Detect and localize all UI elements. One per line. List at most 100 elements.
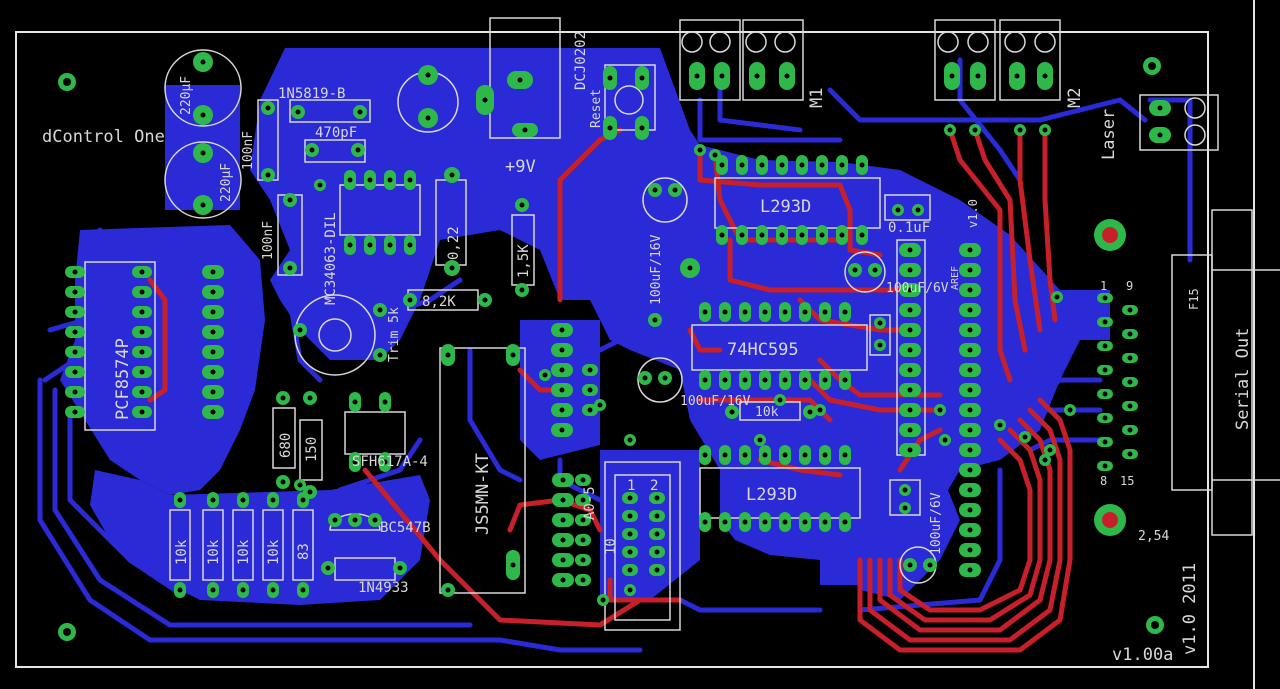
pad-hole xyxy=(819,232,825,238)
label-c100u6-1: 100uF/6V xyxy=(886,281,949,296)
label-m2: M2 xyxy=(1065,88,1085,108)
pad-hole xyxy=(325,565,331,571)
via-hole xyxy=(1054,294,1060,300)
board-title: dControl One xyxy=(42,127,165,147)
pad-hole xyxy=(819,162,825,168)
board-outline xyxy=(15,0,1255,689)
pad-hole xyxy=(907,427,913,433)
via-hole xyxy=(697,147,703,153)
pad-hole xyxy=(200,202,206,208)
pad-hole xyxy=(967,527,973,533)
label-l293d-top: L293D xyxy=(760,197,811,217)
pad-hole xyxy=(352,399,358,405)
label-n2: 2 xyxy=(650,478,658,494)
pad-hole xyxy=(967,467,973,473)
pad-hole xyxy=(967,327,973,333)
pad-hole xyxy=(559,347,565,353)
via-hole xyxy=(942,437,948,443)
pad-hole xyxy=(300,497,306,503)
pad-hole xyxy=(425,115,431,121)
pad-hole xyxy=(210,587,216,593)
pad-hole xyxy=(72,389,78,395)
label-pin15: 15 xyxy=(1120,474,1134,488)
pad-hole xyxy=(387,242,393,248)
pad-hole xyxy=(654,531,660,537)
pad-hole xyxy=(915,207,921,213)
pad-hole xyxy=(139,409,145,415)
pad-hole xyxy=(1127,427,1133,433)
label-1n5819: 1N5819-B xyxy=(278,86,345,102)
pad-hole xyxy=(975,73,981,79)
pad-hole xyxy=(1127,451,1133,457)
label-sfh617: SFH617A-4 xyxy=(352,454,428,470)
pad-hole xyxy=(407,242,413,248)
pad-hole xyxy=(799,162,805,168)
pad-hole xyxy=(295,109,301,115)
pad-hole xyxy=(377,307,383,313)
version-small-label: v1.0 xyxy=(966,199,980,228)
label-r10k-4: 10k xyxy=(266,539,282,565)
pad-hole xyxy=(280,395,286,401)
pad-hole xyxy=(580,537,586,543)
via-hole xyxy=(947,127,953,133)
pad-hole xyxy=(654,567,660,573)
pad-hole xyxy=(560,477,566,483)
pad-hole xyxy=(949,73,955,79)
label-c100u6-2: 100uF/6V xyxy=(929,492,944,555)
pad-hole xyxy=(967,287,973,293)
label-74hc595: 74HC595 xyxy=(727,340,799,360)
mounting-holes xyxy=(58,57,1164,641)
pad-hole xyxy=(580,497,586,503)
pad-hole xyxy=(287,197,293,203)
label-m1: M1 xyxy=(807,88,827,108)
pad-hole xyxy=(702,377,708,383)
pad-hole xyxy=(265,105,271,111)
label-pin9: 9 xyxy=(1126,279,1133,293)
pad-hole xyxy=(265,172,271,178)
pad-hole xyxy=(580,557,586,563)
pad-hole xyxy=(407,297,413,303)
pad-hole xyxy=(967,407,973,413)
label-r10k-mid: 10k xyxy=(755,405,779,420)
pad-hole xyxy=(382,459,388,465)
label-pin1: 1 xyxy=(1100,279,1107,293)
pad-hole xyxy=(445,587,451,593)
pad-hole xyxy=(859,162,865,168)
pad-hole xyxy=(782,452,788,458)
pad-hole xyxy=(742,309,748,315)
pad-hole xyxy=(762,519,768,525)
pad-hole xyxy=(72,329,78,335)
pad-hole xyxy=(1127,307,1133,313)
pad-hole xyxy=(72,309,78,315)
pad-hole xyxy=(967,547,973,553)
pad-hole xyxy=(907,247,913,253)
via-hole xyxy=(712,152,718,158)
pad-hole xyxy=(907,447,913,453)
pad-hole xyxy=(560,497,566,503)
pad-hole xyxy=(352,517,358,523)
via-hole xyxy=(997,422,1003,428)
pad-hole xyxy=(580,517,586,523)
pad-hole xyxy=(967,267,973,273)
pad-hole xyxy=(580,477,586,483)
pad-hole xyxy=(139,309,145,315)
pad-hole xyxy=(580,577,586,583)
pad-hole xyxy=(382,399,388,405)
pad-hole xyxy=(642,375,648,381)
pad-hole xyxy=(877,320,883,326)
pad-hole xyxy=(822,309,828,315)
pad-hole xyxy=(967,427,973,433)
pad-hole xyxy=(807,409,813,415)
pad-hole xyxy=(522,127,528,133)
pad-hole xyxy=(347,242,353,248)
pad-hole xyxy=(652,187,658,193)
pad-hole xyxy=(802,309,808,315)
pad-hole xyxy=(799,232,805,238)
pad-hole xyxy=(662,375,668,381)
pad-hole xyxy=(872,267,878,273)
via-hole xyxy=(597,402,603,408)
pad-hole xyxy=(719,162,725,168)
pad-hole xyxy=(1157,132,1163,138)
pad-hole xyxy=(742,519,748,525)
silkscreen-labels: dControl One v1.00a v1.0 2011 v1.0 220µF… xyxy=(42,31,1253,665)
